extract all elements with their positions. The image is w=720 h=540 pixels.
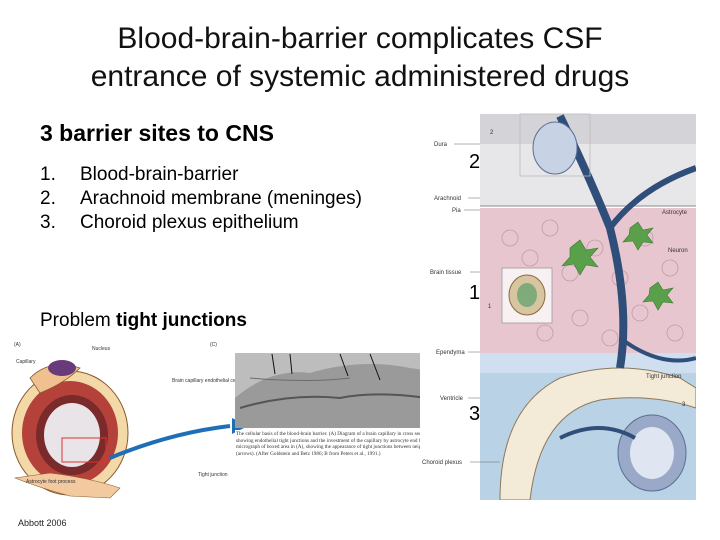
neuron-label: Neuron — [668, 248, 688, 254]
tight-junction-label: Tight junction — [198, 472, 228, 478]
arachnoid-label: Arachnoid — [434, 196, 461, 202]
slide-subtitle: 3 barrier sites to CNS — [40, 120, 274, 146]
tight-junction-label: Tight junction — [646, 374, 681, 380]
slide-title: Blood-brain-barrier complicates CSF entr… — [40, 20, 680, 96]
barrier-sites-figure: Dura Arachnoid Pia Brain tissue Ependyma… — [420, 108, 696, 500]
title-line-1: Blood-brain-barrier complicates CSF — [117, 22, 603, 55]
problem-prefix: Problem — [40, 310, 117, 331]
list-item-number: 3. — [40, 212, 56, 233]
list-item: 2. Arachnoid membrane (meninges) — [40, 187, 370, 211]
endothelial-label: Brain capillary endothelial cell — [172, 378, 238, 384]
list-item-text: Arachnoid membrane (meninges) — [80, 188, 362, 209]
capillary-cross-section-figure: (A) Capillary Nucleus (C) Brain capillar… — [10, 338, 480, 503]
capillary-diagram — [11, 360, 129, 499]
figure-number-1: 1 — [488, 304, 492, 310]
title-line-2: entrance of systemic administered drugs — [90, 60, 630, 93]
figure-number-2: 2 — [490, 130, 494, 136]
list-item: 3. Choroid plexus epithelium — [40, 211, 370, 235]
brain-tissue-cells — [501, 219, 684, 347]
barrier-marker-3: 3 — [469, 403, 481, 425]
barrier-marker-2: 2 — [469, 151, 481, 173]
barrier-list: 1. Blood-brain-barrier 2. Arachnoid memb… — [40, 163, 370, 235]
list-item-number: 2. — [40, 188, 56, 209]
list-item-text: Blood-brain-barrier — [80, 164, 239, 185]
astrocyte-cells — [561, 221, 674, 311]
figure-number-3: 3 — [682, 402, 686, 408]
choroid-plexus-label: Choroid plexus — [422, 460, 462, 466]
list-item: 1. Blood-brain-barrier — [40, 163, 370, 187]
figure-caption: The cellular basis of the blood-brain ba… — [236, 431, 473, 457]
ependyma-label: Ependyma — [436, 350, 465, 356]
brain-tissue-label: Brain tissue — [430, 270, 462, 276]
blood-vessel — [559, 426, 636, 440]
ventricle-label: Ventricle — [440, 396, 464, 402]
list-item-text: Choroid plexus epithelium — [80, 212, 299, 233]
astrocyte-label: Astrocyte — [662, 210, 688, 216]
panel-a-label: (A) — [14, 342, 21, 348]
citation: Abbott 2006 — [18, 518, 67, 528]
pia-label: Pia — [452, 208, 461, 214]
blood-vessel — [618, 336, 696, 363]
problem-statement: Problem tight junctions — [40, 310, 247, 332]
nucleus-label: Nucleus — [92, 346, 111, 352]
problem-bold: tight junctions — [116, 310, 247, 331]
list-item-number: 1. — [40, 164, 56, 185]
choroid-plexus-epithelium — [499, 367, 696, 500]
panel-c-label: (C) — [210, 342, 217, 348]
blood-vessel — [607, 165, 696, 230]
dura-label: Dura — [434, 142, 448, 148]
barrier-marker-1: 1 — [469, 282, 481, 304]
astrocyte-foot-label: Astrocyte foot process — [26, 479, 76, 485]
capillary-label: Capillary — [16, 359, 36, 365]
blue-arrow — [109, 424, 231, 460]
